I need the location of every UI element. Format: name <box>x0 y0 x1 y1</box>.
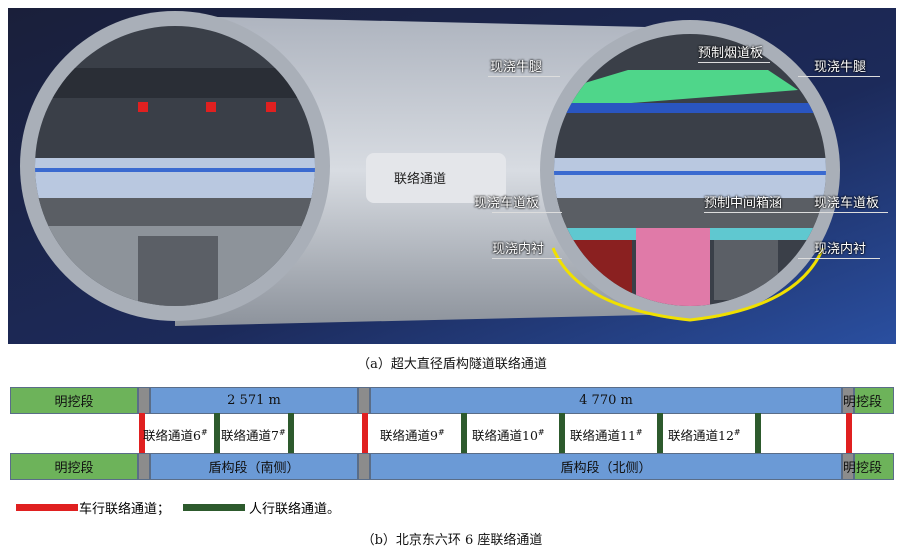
leader-line <box>798 76 880 77</box>
label-deck-right: 现浇车道板 <box>814 196 880 211</box>
pedestrian-passage-marker <box>288 413 294 453</box>
open-cut-left-top: 明挖段 <box>10 387 138 414</box>
shield-south: 盾构段（南侧） <box>150 453 358 480</box>
leader-line <box>492 258 562 259</box>
shaft <box>358 387 370 414</box>
label-corbel-right: 现浇牛腿 <box>814 60 867 75</box>
caption-a: （a）超大直径盾构隧道联络通道 <box>357 357 547 372</box>
open-cut-right-bottom: 明挖段 <box>843 453 894 480</box>
pedestrian-passage-marker <box>461 413 467 453</box>
vehicle-passage-marker <box>139 413 145 453</box>
leader-line <box>492 212 562 213</box>
shield-north: 盾构段（北侧） <box>370 453 842 480</box>
leader-line <box>698 62 770 63</box>
passage-6-label: 联络通道6# <box>143 427 208 443</box>
shaft <box>138 387 150 414</box>
vehicle-passage-marker <box>846 413 852 453</box>
legend-vehicle-label: 车行联络通道； <box>79 502 171 517</box>
label-lining-left: 现浇内衬 <box>492 242 545 257</box>
legend-pedestrian-swatch <box>183 504 245 511</box>
caption-b: （b）北京东六环 6 座联络通道 <box>361 533 543 548</box>
passage-7-label: 联络通道7# <box>221 427 286 443</box>
tunnel-illustration <box>8 8 896 344</box>
shaft <box>842 453 854 480</box>
label-deck-left: 现浇车道板 <box>474 196 540 211</box>
tunnel-rendering: 联络通道 现浇牛腿 预制烟道板 现浇牛腿 现浇车道板 预制中间箱涵 现浇车道板 … <box>8 8 896 344</box>
pedestrian-passage-marker <box>755 413 761 453</box>
leader-line <box>488 76 560 77</box>
shaft <box>138 453 150 480</box>
label-box-culvert: 预制中间箱涵 <box>704 196 783 211</box>
connecting-passage <box>366 153 506 203</box>
pedestrian-passage-marker <box>214 413 220 453</box>
length-south: 2 571 m <box>150 387 358 414</box>
leader-line <box>788 212 888 213</box>
open-cut-right-bottom-label: 明挖段 <box>843 461 883 476</box>
passage-12-label: 联络通道12# <box>668 427 741 443</box>
label-smoke-duct-slab: 预制烟道板 <box>698 46 764 61</box>
leader-line <box>798 258 880 259</box>
open-cut-right-top-label: 明挖段 <box>843 395 883 410</box>
open-cut-right-top: 明挖段 <box>843 387 894 414</box>
passage-10-label: 联络通道10# <box>472 427 545 443</box>
label-lining-right: 现浇内衬 <box>814 242 867 257</box>
leader-line <box>704 212 788 213</box>
pedestrian-passage-marker <box>657 413 663 453</box>
passage-label: 联络通道 <box>394 172 447 187</box>
length-north: 4 770 m <box>370 387 842 414</box>
shaft <box>358 453 370 480</box>
label-corbel-left: 现浇牛腿 <box>490 60 543 75</box>
vehicle-passage-marker <box>362 413 368 453</box>
passage-11-label: 联络通道11# <box>570 427 643 443</box>
legend-vehicle-swatch <box>16 504 78 511</box>
pedestrian-passage-marker <box>559 413 565 453</box>
legend-pedestrian-label: 人行联络通道。 <box>249 502 341 517</box>
passage-9-label: 联络通道9# <box>380 427 445 443</box>
open-cut-left-bottom: 明挖段 <box>10 453 138 480</box>
